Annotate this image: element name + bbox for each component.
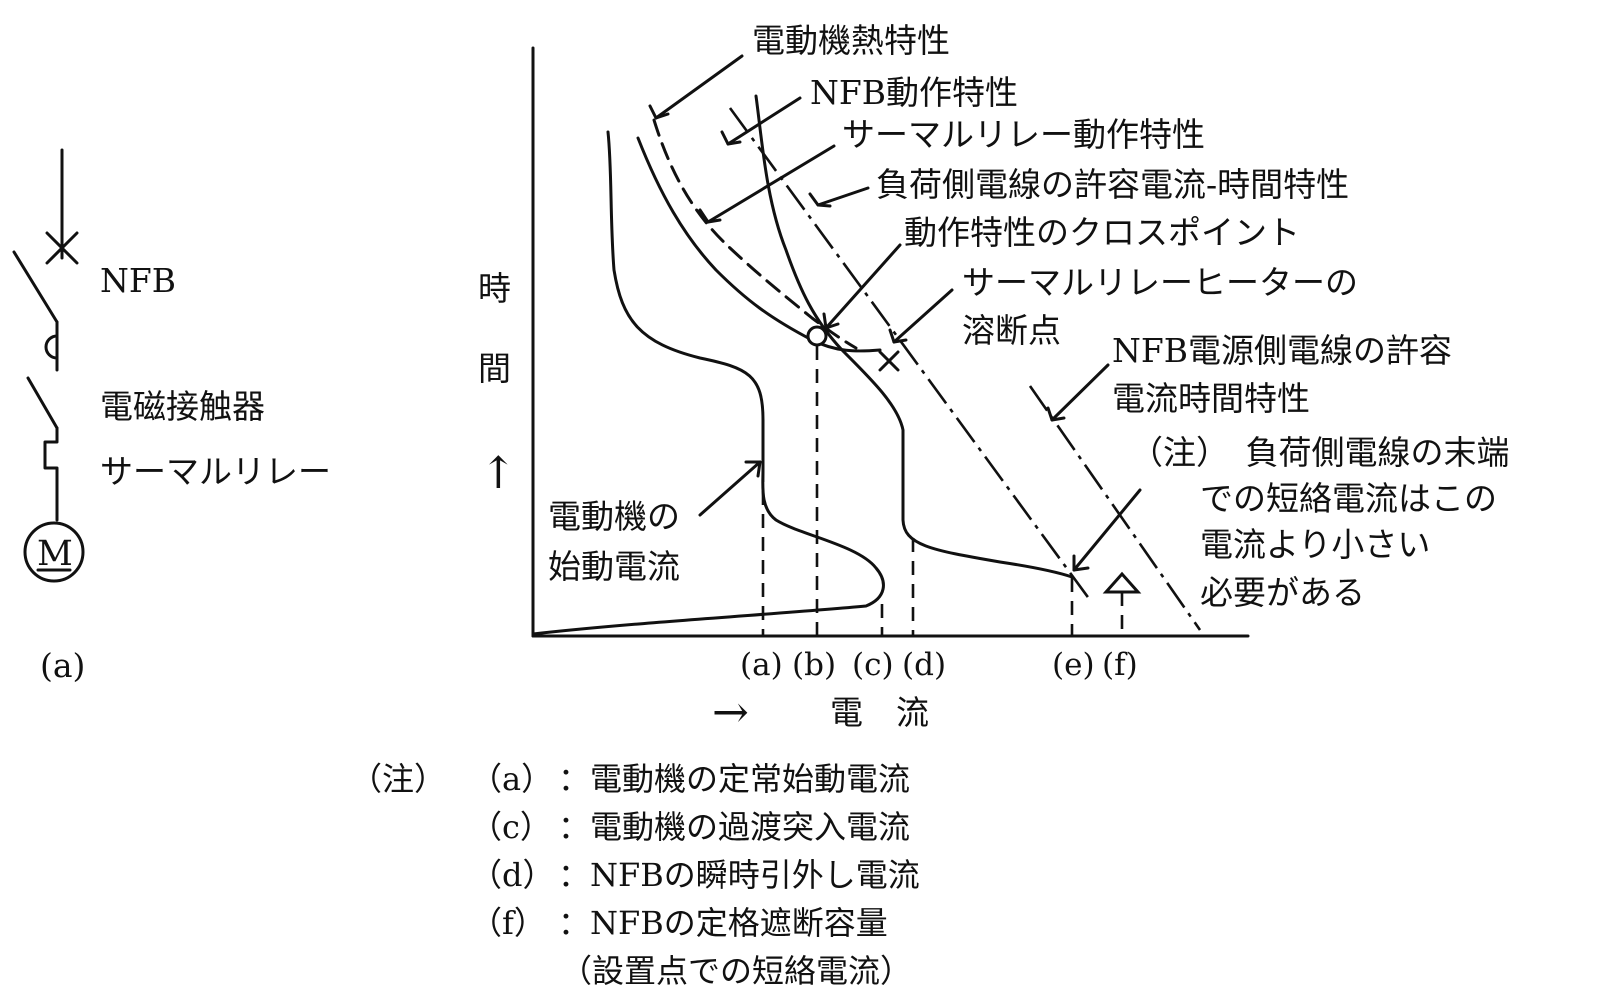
label-heater-melt-1: サーマルリレーヒーターの: [962, 263, 1358, 302]
thermal-relay-element: [43, 426, 59, 522]
y-axis-arrow: ↑: [480, 448, 517, 499]
leader-source-wire-head: [1046, 406, 1066, 422]
leader-heater-head: [888, 328, 908, 344]
notes-head: （注）: [350, 760, 446, 798]
motor-symbol-circle: [23, 521, 85, 583]
contactor-blade: [26, 376, 59, 430]
label-motor-start-2: 始動電流: [548, 547, 680, 586]
thermal-relay-label: サーマルリレー: [100, 452, 331, 491]
label-nfb-operating: NFB動作特性: [810, 73, 1018, 112]
motor-starting-current-curve: [531, 130, 885, 636]
label-short-note-1: （注） 負荷側電線の末端: [1130, 433, 1510, 472]
leader-load-wire-head: [808, 192, 832, 208]
y-axis-label-2: 間: [478, 349, 511, 388]
label-cross-point: 動作特性のクロスポイント: [904, 213, 1300, 252]
leader-motor-start-head: [744, 460, 762, 478]
nfb-switch-blade: [12, 250, 59, 324]
leader-cross-point-head: [822, 312, 840, 330]
nfb-trip-hook: [44, 334, 59, 360]
motor-symbol-letter: M: [37, 534, 73, 574]
drop-lines: [761, 346, 1124, 636]
circuit-schematic: M NFB 電磁接触器 サーマルリレー (a): [12, 148, 331, 685]
x-axis-label: 電 流: [830, 693, 929, 732]
leader-nfb: [726, 96, 802, 146]
leader-source-wire: [1050, 363, 1110, 422]
leader-relay-head: [698, 208, 722, 224]
note-key-d: （d）: [470, 856, 555, 894]
contactor-label: 電磁接触器: [100, 387, 265, 426]
tick-e: (e): [1052, 647, 1095, 683]
breaking-capacity-marker: [1102, 571, 1142, 594]
nfb-cross-mark-b: [45, 231, 79, 265]
source-wire-curve: [1028, 385, 1202, 631]
tick-b: (b): [792, 647, 836, 683]
tick-c: (c): [852, 647, 894, 683]
leader-short-note-head: [1072, 554, 1090, 572]
x-axis-arrow: →: [712, 687, 749, 738]
leader-cross-point: [824, 243, 902, 330]
note-text-c: ：電動機の過渡突入電流: [558, 808, 910, 846]
label-motor-start-1: 電動機の: [548, 497, 680, 536]
tick-a: (a): [740, 647, 783, 683]
leader-lines: [648, 54, 1142, 572]
motor-thermal-curve: [652, 118, 858, 350]
thermal-relay-curve: [636, 136, 882, 353]
tick-f: (f): [1102, 647, 1138, 683]
nfb-label: NFB: [100, 261, 176, 300]
load-wire-curve: [728, 107, 1092, 601]
label-source-wire-2: 電流時間特性: [1112, 379, 1310, 418]
heater-melt-marker-b: [878, 350, 900, 372]
label-source-wire-1: NFB電源側電線の許容: [1112, 331, 1452, 370]
notes-block: （注） （a） ：電動機の定常始動電流 （c） ：電動機の過渡突入電流 （d） …: [350, 760, 920, 990]
label-relay-operating: サーマルリレー動作特性: [842, 115, 1205, 154]
note-key-f: （f）: [470, 904, 546, 942]
label-short-note-4: 必要がある: [1200, 573, 1365, 612]
note-text-d: ：NFBの瞬時引外し電流: [558, 856, 920, 894]
leader-heater: [892, 288, 954, 344]
leader-relay: [706, 144, 836, 224]
figure-label: (a): [40, 646, 85, 685]
note-key-a: （a）: [470, 760, 553, 798]
leader-load-wire: [816, 186, 870, 207]
note-text-f: ：NFBの定格遮断容量: [558, 904, 888, 942]
characteristics-graph: 時 間 ↑ → 電 流 (a) (b) (c) (d) (e) (f): [478, 21, 1510, 738]
label-motor-thermal: 電動機熱特性: [752, 21, 950, 60]
leader-nfb-head: [720, 130, 742, 146]
label-load-wire: 負荷側電線の許容電流-時間特性: [876, 165, 1349, 204]
note-key-c: （c）: [470, 808, 552, 846]
leader-motor-start: [698, 460, 762, 517]
label-short-note-2: での短絡電流はこの: [1200, 479, 1497, 518]
cross-point-marker: [806, 325, 828, 347]
leader-short-note: [1072, 488, 1142, 572]
note-text-a: ：電動機の定常始動電流: [558, 760, 910, 798]
tick-d: (d): [902, 647, 946, 683]
label-short-note-3: 電流より小さい: [1200, 525, 1430, 564]
leader-motor-thermal: [654, 54, 744, 120]
label-heater-melt-2: 溶断点: [962, 311, 1061, 350]
note-sub: （設置点での短絡電流）: [560, 952, 912, 990]
nfb-operating-curve: [754, 94, 1074, 579]
y-axis-label-1: 時: [478, 269, 511, 308]
leader-motor-thermal-head: [648, 104, 670, 120]
